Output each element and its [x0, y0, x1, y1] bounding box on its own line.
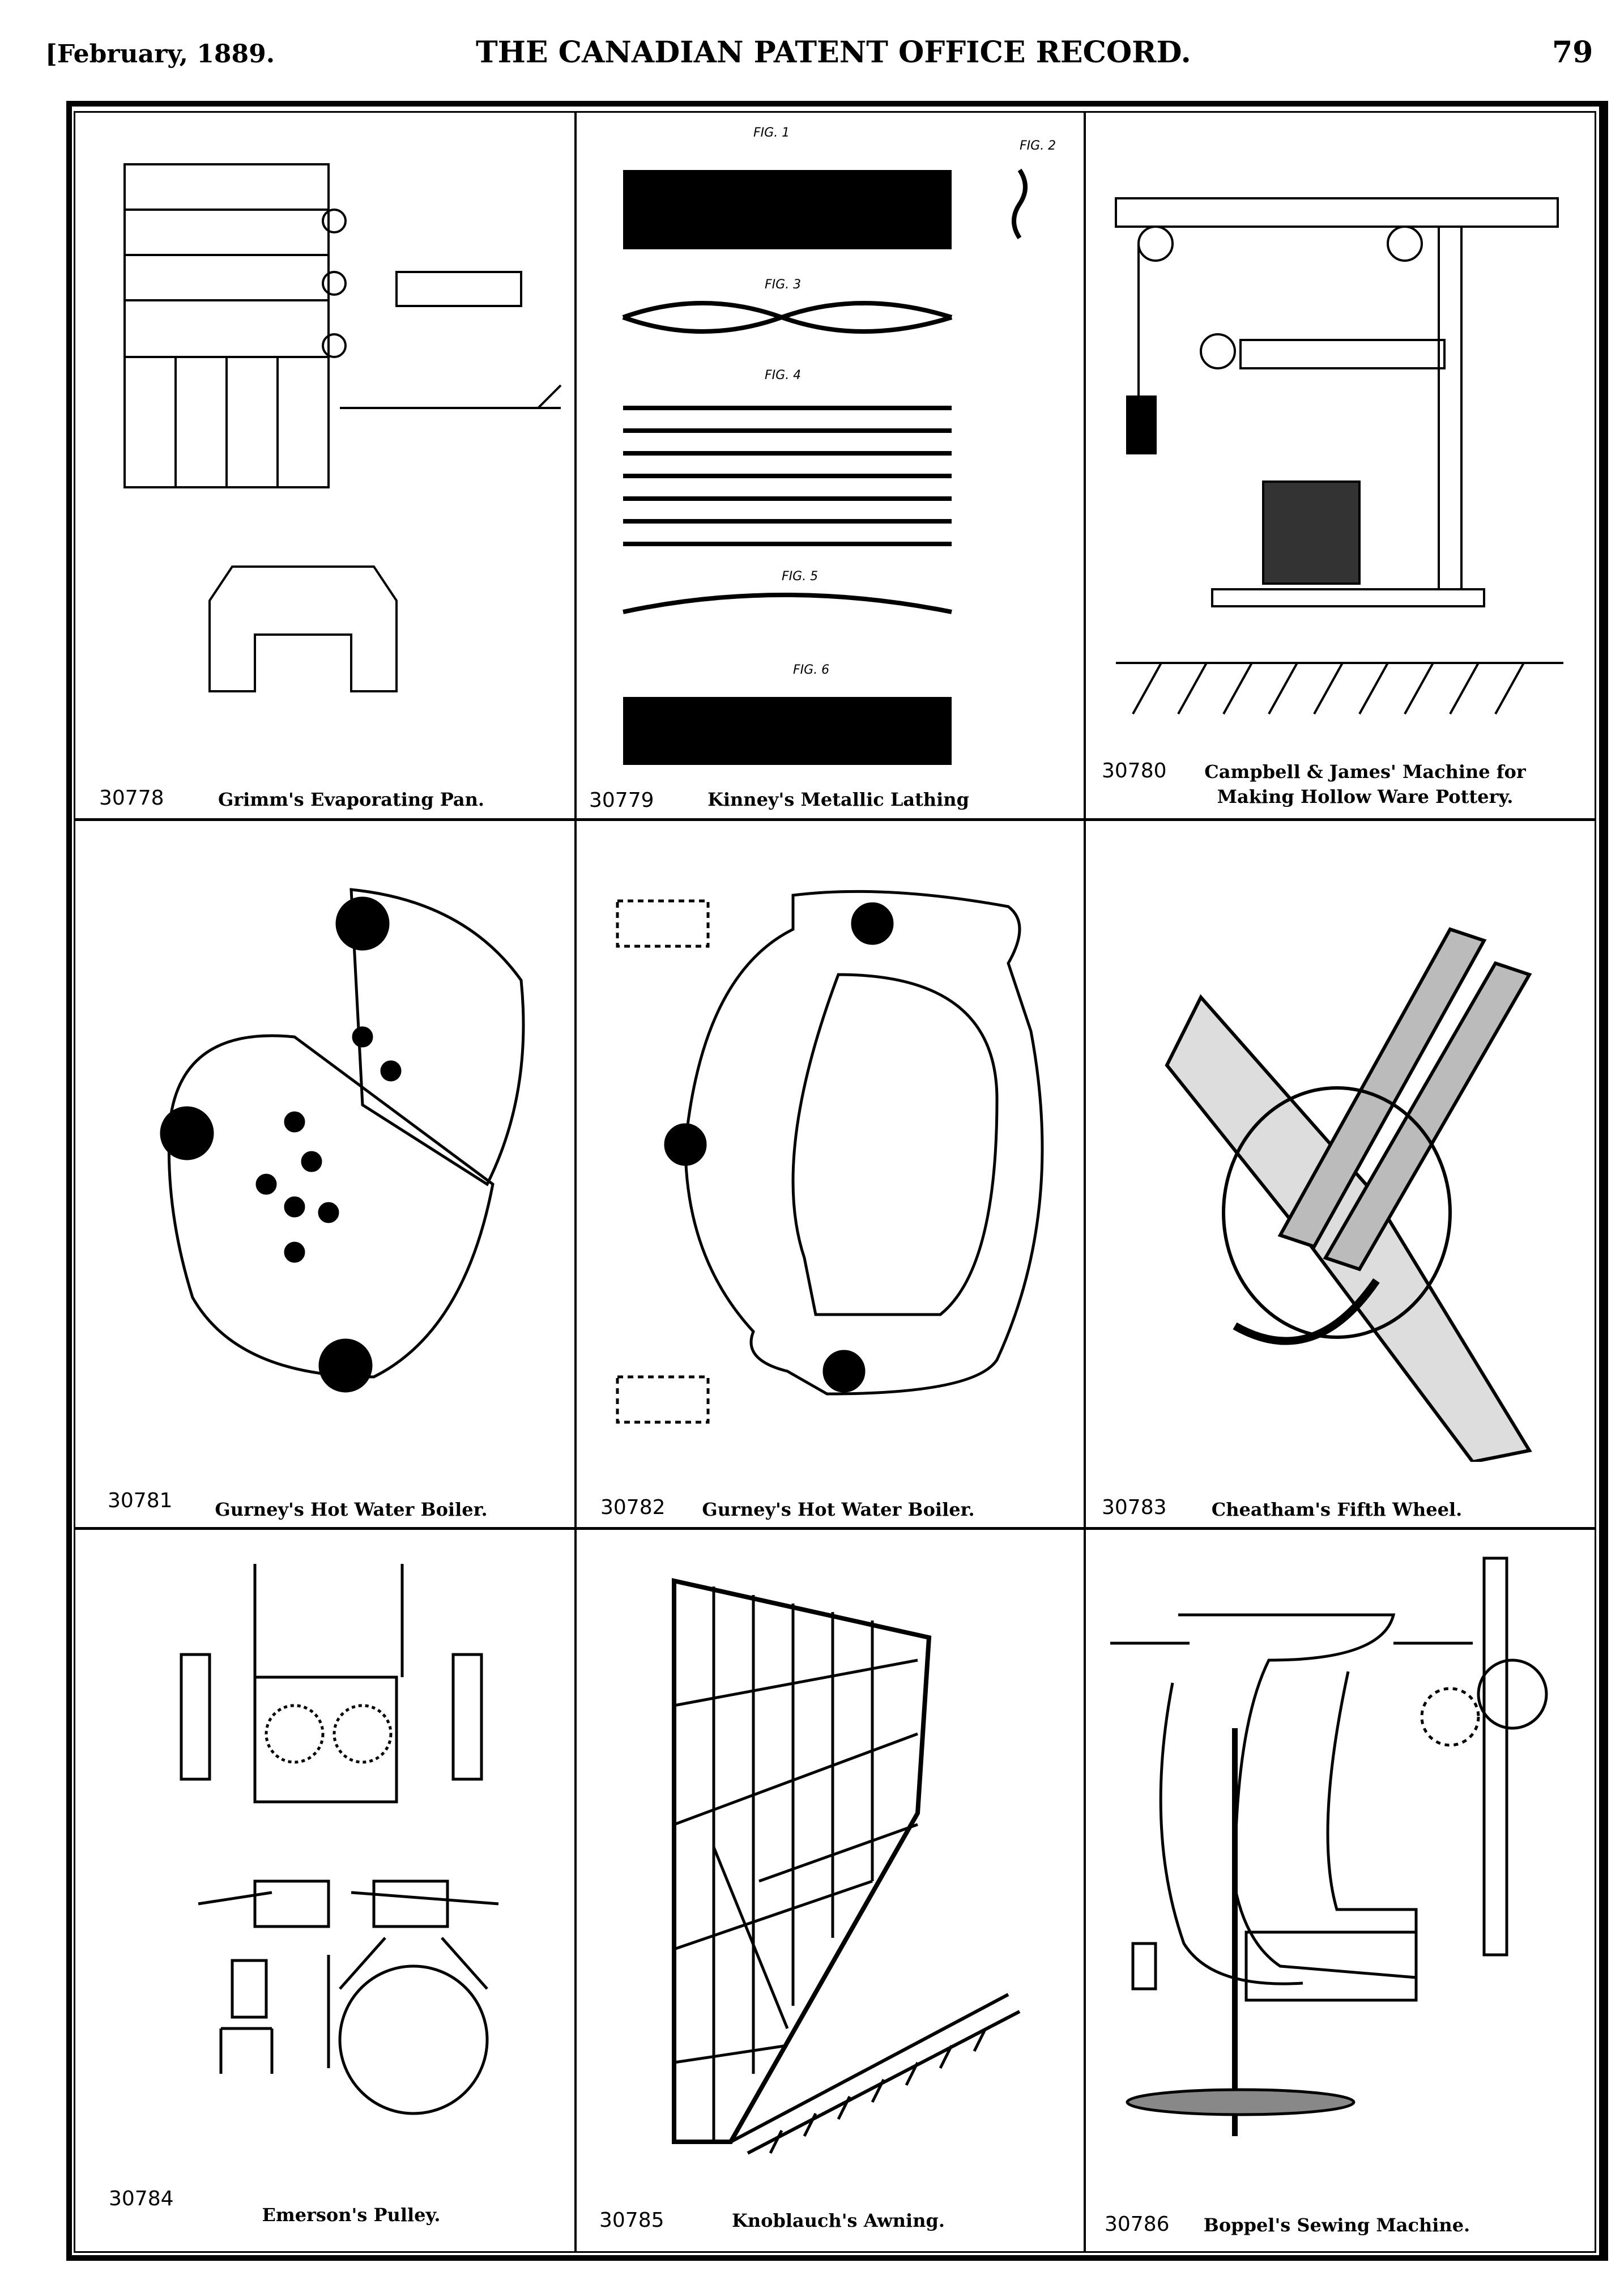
- column-divider: [1084, 111, 1086, 2253]
- patent-number: 30782: [600, 1496, 666, 1519]
- page-number: 79: [1552, 35, 1593, 70]
- patent-number: 30779: [589, 789, 654, 812]
- metallic-lathing-drawing: [622, 168, 1028, 765]
- patent-caption: Gurney's Hot Water Boiler.: [702, 1499, 975, 1520]
- figure-label: FIG. 4: [765, 368, 802, 382]
- sewing-machine-drawing: [1110, 1556, 1548, 2136]
- row-divider: [74, 1527, 1596, 1530]
- figure-label: FIG. 5: [782, 569, 819, 584]
- awning-drawing: [672, 1578, 1021, 2155]
- publication-title: THE CANADIAN PATENT OFFICE RECORD.: [476, 35, 1191, 70]
- patent-number: 30783: [1102, 1496, 1167, 1519]
- figure-label: FIG. 6: [793, 663, 830, 677]
- patent-caption: Emerson's Pulley.: [262, 2204, 441, 2226]
- page-frame: [66, 101, 1608, 2261]
- patent-number: 30778: [99, 786, 164, 810]
- figure-label: FIG. 1: [753, 126, 790, 140]
- patent-caption: Gurney's Hot Water Boiler.: [215, 1499, 488, 1520]
- patent-number: 30784: [109, 2187, 174, 2210]
- patent-number: 30786: [1105, 2213, 1170, 2236]
- figure-label: FIG. 2: [1020, 139, 1056, 153]
- hot-water-boiler-section-drawing: [616, 890, 1044, 1424]
- patent-caption: Boppel's Sewing Machine.: [1203, 2214, 1470, 2236]
- issue-date: [February, 1889.: [45, 40, 275, 69]
- hot-water-boiler-drawing: [160, 888, 525, 1393]
- evaporating-pan-drawing: [123, 163, 562, 692]
- patent-caption: Cheatham's Fifth Wheel.: [1211, 1499, 1463, 1520]
- patent-caption: Kinney's Metallic Lathing: [707, 789, 969, 810]
- patent-caption: Knoblauch's Awning.: [732, 2210, 945, 2231]
- fifth-wheel-drawing: [1165, 927, 1532, 1462]
- patent-number: 30781: [108, 1489, 173, 1512]
- patent-number: 30785: [599, 2209, 664, 2232]
- row-divider: [74, 818, 1596, 821]
- patent-caption: Campbell & James' Machine for Making Hol…: [1204, 761, 1526, 807]
- figure-label: FIG. 3: [765, 278, 802, 292]
- column-divider: [574, 111, 577, 2253]
- pulley-drawing: [180, 1564, 499, 2115]
- patent-caption: Grimm's Evaporating Pan.: [218, 789, 485, 810]
- inner-frame: [74, 111, 1596, 2253]
- pottery-machine-drawing: [1115, 197, 1563, 715]
- patent-number: 30780: [1102, 759, 1167, 782]
